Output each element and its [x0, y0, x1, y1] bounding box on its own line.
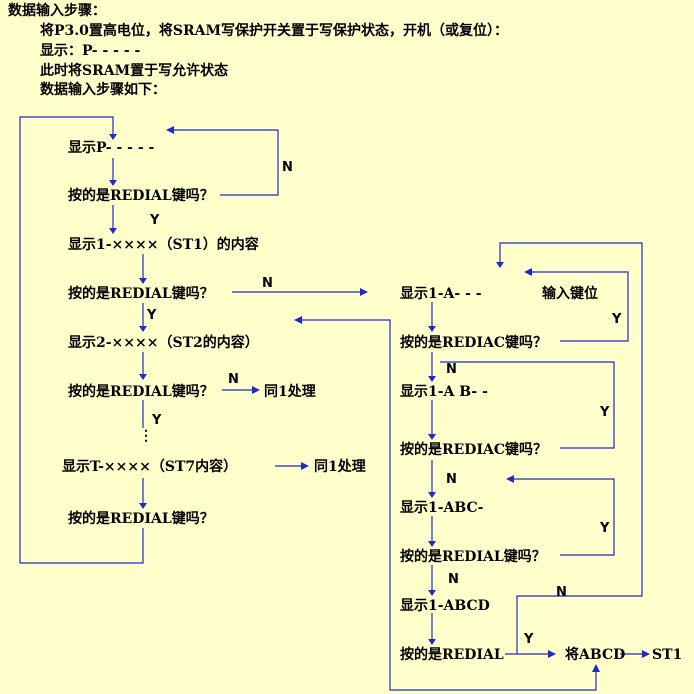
- node-same-as-1-b: 同1处理: [314, 459, 366, 475]
- node-input-key: 输入键位: [542, 286, 598, 302]
- node-st1: ST1: [652, 647, 683, 663]
- label-n-rq4: N: [556, 585, 567, 600]
- decision-redial-7: 按的是REDIAL键吗？: [68, 511, 214, 527]
- node-display-st2: 显示2-××××（ST2的内容）: [68, 335, 259, 351]
- decision-rediac-2: 按的是REDIAC键吗？: [400, 442, 547, 458]
- node-same-as-1-a: 同1处理: [264, 384, 316, 400]
- node-display-st1: 显示1-××××（ST1）的内容: [68, 237, 259, 253]
- label-y-rq2: Y: [600, 405, 610, 420]
- label-y-q3: Y: [152, 413, 162, 428]
- decision-rediac-1: 按的是REDIAC键吗？: [400, 335, 547, 351]
- node-display-1a: 显示1-A- - -: [400, 286, 482, 302]
- label-n-rq3: N: [448, 572, 459, 587]
- ellipsis-dots: ⋮: [139, 428, 153, 444]
- header-title: 数据输入步骤：: [8, 3, 106, 19]
- label-y-q2: Y: [147, 308, 157, 323]
- header-line-2: 显示：P- - - - -: [40, 43, 141, 59]
- header-line-4: 数据输入步骤如下：: [40, 82, 166, 98]
- label-n-q2: N: [262, 276, 273, 291]
- label-n-q3: N: [228, 372, 239, 387]
- label-y-rq1: Y: [612, 312, 622, 327]
- label-y-rq4: Y: [524, 632, 534, 647]
- label-n-q1: N: [282, 160, 293, 175]
- decision-redial-2: 按的是REDIAL键吗？: [68, 286, 214, 302]
- node-display-p: 显示P- - - - -: [68, 140, 155, 156]
- label-y-q1: Y: [150, 213, 160, 228]
- node-save-abcd: 将ABCD: [565, 647, 626, 663]
- node-display-st7: 显示T-××××（ST7内容）: [62, 459, 238, 475]
- label-y-rq3: Y: [600, 521, 610, 536]
- node-display-1ab: 显示1-A B- -: [400, 384, 488, 400]
- label-n-rq2: N: [446, 472, 457, 487]
- header-line-3: 此时将SRAM置于写允许状态: [40, 63, 229, 79]
- decision-redial-1: 按的是REDIAL键吗？: [68, 188, 214, 204]
- node-display-1abc: 显示1-ABC-: [400, 500, 484, 516]
- header-line-1: 将P3.0置高电位，将SRAM写保护开关置于写保护状态，开机（或复位）：: [40, 23, 508, 39]
- decision-redial-r3: 按的是REDIAL键吗？: [400, 549, 546, 565]
- decision-redial-r4: 按的是REDIAL: [400, 647, 504, 663]
- decision-redial-3: 按的是REDIAL键吗？: [68, 384, 214, 400]
- label-n-rq1: N: [446, 362, 457, 377]
- node-display-1abcd: 显示1-ABCD: [400, 598, 490, 614]
